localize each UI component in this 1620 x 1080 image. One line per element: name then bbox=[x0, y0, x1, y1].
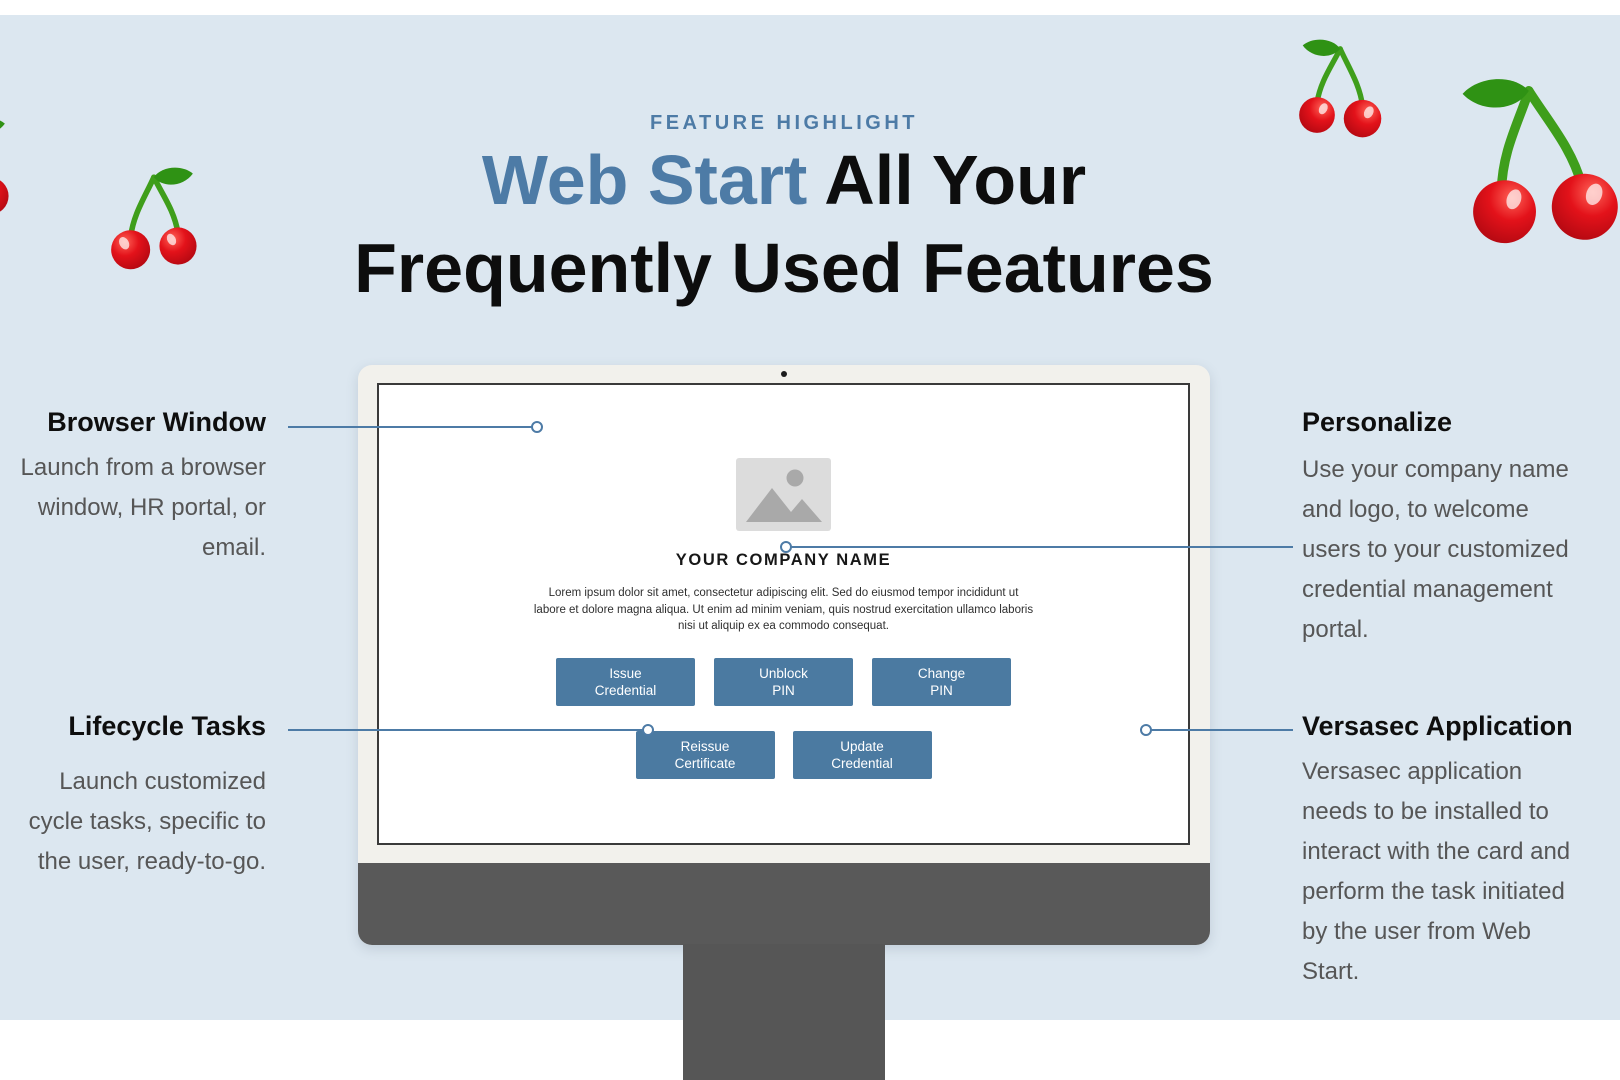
update-credential-button[interactable]: Update Credential bbox=[792, 730, 932, 779]
callout-line: cycle tasks, specific to bbox=[28, 808, 266, 835]
issue-credential-button[interactable]: Issue Credential bbox=[556, 657, 695, 706]
callout-line: users to your customized bbox=[1302, 536, 1569, 563]
callout-line: needs to be installed to bbox=[1302, 798, 1549, 825]
callout-body-versasec-application: Versasec application needs to be install… bbox=[1302, 752, 1620, 992]
callout-line: email. bbox=[201, 534, 266, 561]
browser-screen: YOUR COMPANY NAME Lorem ipsum dolor sit … bbox=[377, 383, 1190, 845]
lifecycle-tasks-connector-dot bbox=[642, 724, 654, 736]
callout-line: Launch from a browser bbox=[20, 454, 266, 481]
top-white-strip bbox=[0, 0, 1620, 15]
versasec-connector-line bbox=[1146, 729, 1293, 731]
personalize-connector-dot bbox=[780, 541, 792, 553]
callout-line: and logo, to welcome bbox=[1302, 496, 1529, 523]
reissue-certificate-button[interactable]: Reissue Certificate bbox=[635, 730, 775, 779]
lorem-line: labore et dolore magna aliqua. Ut enim a… bbox=[533, 603, 1034, 616]
button-label: Unblock bbox=[759, 665, 808, 681]
lifecycle-tasks-connector-line bbox=[288, 729, 648, 731]
button-label: Credential bbox=[831, 755, 893, 771]
callout-line: Launch customized bbox=[59, 768, 266, 795]
callout-body-browser-window: Launch from a browser window, HR portal,… bbox=[0, 448, 266, 568]
unblock-pin-button[interactable]: Unblock PIN bbox=[714, 657, 853, 706]
button-label: Credential bbox=[594, 682, 657, 698]
title-line1: Web Start All Your bbox=[0, 136, 1568, 224]
monitor-stand bbox=[683, 944, 885, 1080]
personalize-connector-line bbox=[786, 546, 1293, 548]
button-label: PIN bbox=[930, 682, 953, 698]
callout-line: window, HR portal, or bbox=[37, 494, 266, 521]
lorem-paragraph: Lorem ipsum dolor sit amet, consectetur … bbox=[534, 585, 1033, 635]
callout-title-personalize: Personalize bbox=[1302, 407, 1453, 437]
monitor-chin bbox=[358, 863, 1210, 945]
lorem-line: nisi ut aliquip ex ea commodo consequat. bbox=[678, 620, 889, 632]
callout-body-personalize: Use your company name and logo, to welco… bbox=[1302, 450, 1620, 650]
callout-line: perform the task initiated bbox=[1302, 878, 1565, 905]
callout-title-lifecycle-tasks: Lifecycle Tasks bbox=[68, 711, 266, 741]
title-accent: Web Start bbox=[481, 141, 808, 219]
callout-line: portal. bbox=[1302, 616, 1369, 643]
title-line2: Frequently Used Features bbox=[354, 229, 1214, 307]
button-row-2: Reissue Certificate Update Credential bbox=[635, 730, 932, 779]
versasec-connector-dot bbox=[1140, 724, 1152, 736]
callout-title-versasec-application: Versasec Application bbox=[1302, 711, 1573, 741]
button-label: Reissue bbox=[680, 738, 730, 754]
callout-line: Use your company name bbox=[1302, 456, 1569, 483]
change-pin-button[interactable]: Change PIN bbox=[872, 657, 1011, 706]
callout-line: credential management bbox=[1302, 576, 1553, 603]
callout-line: Start. bbox=[1302, 958, 1360, 985]
callout-title-browser-window: Browser Window bbox=[47, 407, 266, 437]
button-label: Certificate bbox=[674, 755, 736, 771]
button-label: Issue bbox=[609, 665, 642, 681]
callout-line: Versasec application bbox=[1302, 758, 1523, 785]
button-label: Update bbox=[840, 738, 884, 754]
callout-body-lifecycle-tasks: Launch customized cycle tasks, specific … bbox=[0, 762, 266, 882]
company-name: YOUR COMPANY NAME bbox=[675, 551, 892, 569]
lorem-line: Lorem ipsum dolor sit amet, consectetur … bbox=[548, 587, 1019, 599]
callout-line: by the user from Web bbox=[1302, 918, 1531, 945]
camera-dot-icon bbox=[781, 371, 787, 377]
page-title: Web Start All Your Frequently Used Featu… bbox=[0, 136, 1568, 312]
button-label: Change bbox=[917, 665, 966, 681]
callout-line: the user, ready-to-go. bbox=[37, 848, 266, 875]
eyebrow-label: FEATURE HIGHLIGHT bbox=[649, 112, 918, 134]
image-placeholder-icon bbox=[736, 458, 831, 531]
button-label: PIN bbox=[772, 682, 795, 698]
browser-window-connector-line bbox=[288, 426, 537, 428]
callout-line: interact with the card and bbox=[1302, 838, 1571, 865]
button-row-1: Issue Credential Unblock PIN Change PIN bbox=[556, 657, 1011, 706]
browser-window-connector-dot bbox=[531, 421, 543, 433]
title-line1-rest: All Your bbox=[807, 141, 1087, 219]
